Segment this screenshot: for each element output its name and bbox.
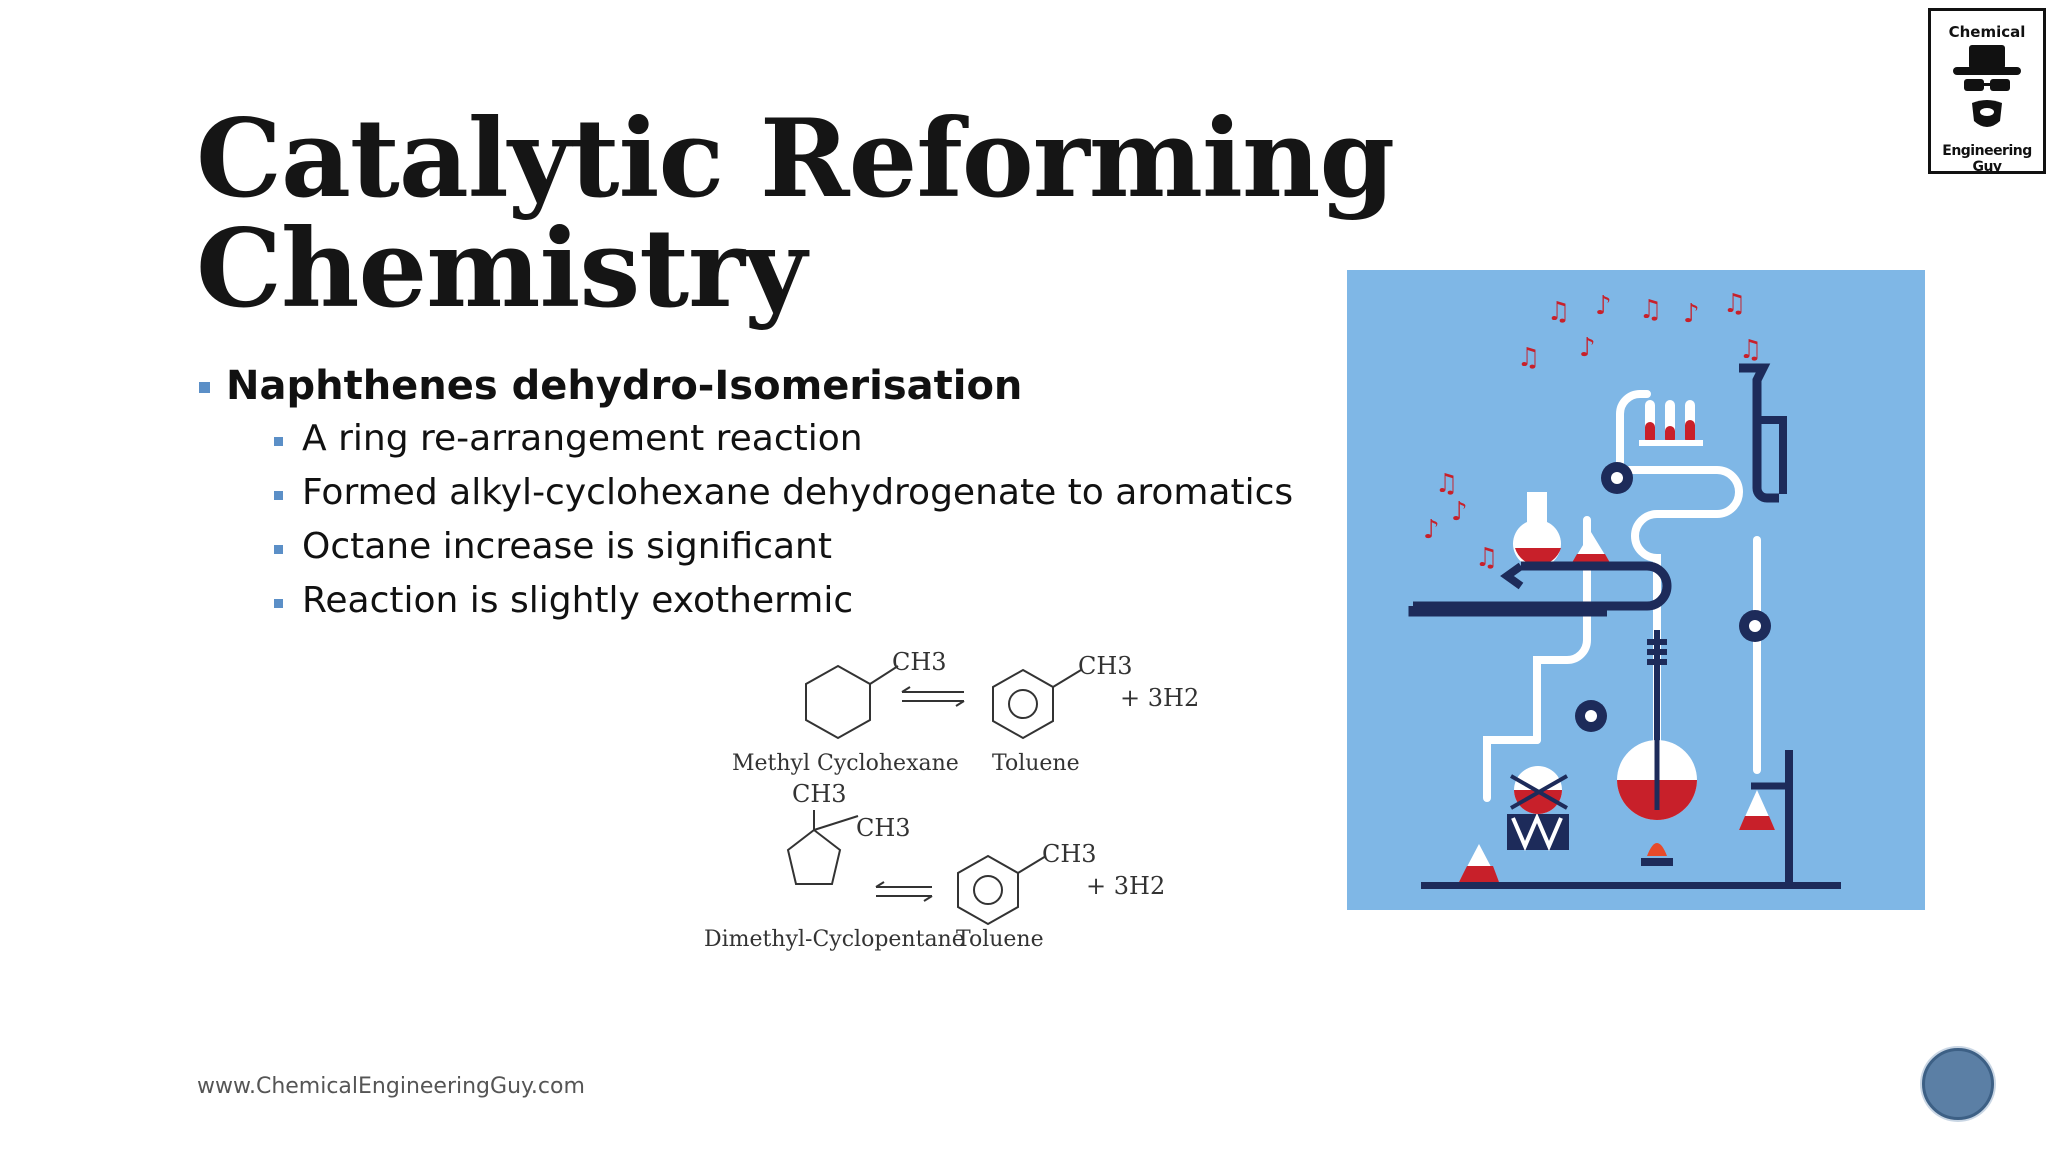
- r2-substituent-b: CH3: [856, 814, 911, 842]
- r1-substituent: CH3: [892, 648, 947, 676]
- bullet-main: Naphthenes dehydro-Isomerisation A ring …: [196, 360, 1293, 628]
- sub-bullet-2: Formed alkyl-cyclohexane dehydrogenate t…: [272, 466, 1293, 520]
- logo-top-text: Chemical: [1948, 23, 2026, 41]
- r1-byproduct: + 3H2: [1120, 684, 1199, 712]
- benzene-ring-1: [992, 668, 1054, 740]
- svg-text:♪: ♪: [1579, 333, 1596, 363]
- title-line-1: Catalytic Reforming: [196, 96, 1395, 222]
- r2-substituent-a: CH3: [792, 780, 847, 808]
- slide-title: Catalytic Reforming Chemistry: [196, 96, 1395, 332]
- r2-reactant-name: Dimethyl-Cyclopentane: [704, 927, 965, 952]
- logo-bottom-text: Engineering Guy: [1942, 143, 2032, 175]
- bullet-list: Naphthenes dehydro-Isomerisation A ring …: [196, 360, 1293, 628]
- svg-text:♫: ♫: [1723, 289, 1746, 319]
- cyclohexane-ring: [805, 664, 871, 740]
- sub-bullet-1: A ring re-arrangement reaction: [272, 412, 1293, 466]
- hat-glasses-beard-icon: [1953, 45, 2021, 127]
- r1-product-substituent: CH3: [1078, 652, 1133, 680]
- chemistry-music-illustration: ♫♪ ♫♪ ♫♫ ♪♫ ♫♪ ♪♫: [1347, 270, 1925, 910]
- svg-text:♪: ♪: [1595, 291, 1612, 321]
- svg-text:♪: ♪: [1451, 497, 1468, 527]
- svg-text:♪: ♪: [1423, 515, 1440, 545]
- cyclopentane-ring: [786, 828, 842, 885]
- svg-text:♫: ♫: [1639, 295, 1662, 325]
- r2-product-substituent: CH3: [1042, 840, 1097, 868]
- navigation-circle-icon[interactable]: [1922, 1048, 1994, 1120]
- footer-url[interactable]: www.ChemicalEngineeringGuy.com: [197, 1074, 585, 1099]
- sub-bullet-list: A ring re-arrangement reaction Formed al…: [226, 412, 1293, 628]
- sub-bullet-4: Reaction is slightly exothermic: [272, 574, 1293, 628]
- svg-text:♫: ♫: [1739, 335, 1762, 365]
- r1-product-name: Toluene: [992, 751, 1080, 776]
- reaction-diagram: CH3 CH3 + 3H2 Methyl Cyclohexane Toluene…: [704, 648, 1199, 952]
- title-line-2: Chemistry: [196, 206, 807, 332]
- brand-logo: Chemical Engineering Guy: [1928, 8, 2046, 175]
- bullet-main-text: Naphthenes dehydro-Isomerisation: [226, 363, 1023, 409]
- benzene-ring-2: [957, 854, 1019, 926]
- svg-text:♫: ♫: [1547, 297, 1570, 327]
- svg-text:♫: ♫: [1517, 343, 1540, 373]
- r2-product-name: Toluene: [956, 927, 1044, 952]
- r2-byproduct: + 3H2: [1086, 872, 1165, 900]
- svg-text:♫: ♫: [1435, 469, 1458, 499]
- svg-text:♪: ♪: [1683, 299, 1700, 329]
- svg-text:♫: ♫: [1475, 543, 1498, 573]
- r1-reactant-name: Methyl Cyclohexane: [732, 751, 959, 776]
- sub-bullet-3: Octane increase is significant: [272, 520, 1293, 574]
